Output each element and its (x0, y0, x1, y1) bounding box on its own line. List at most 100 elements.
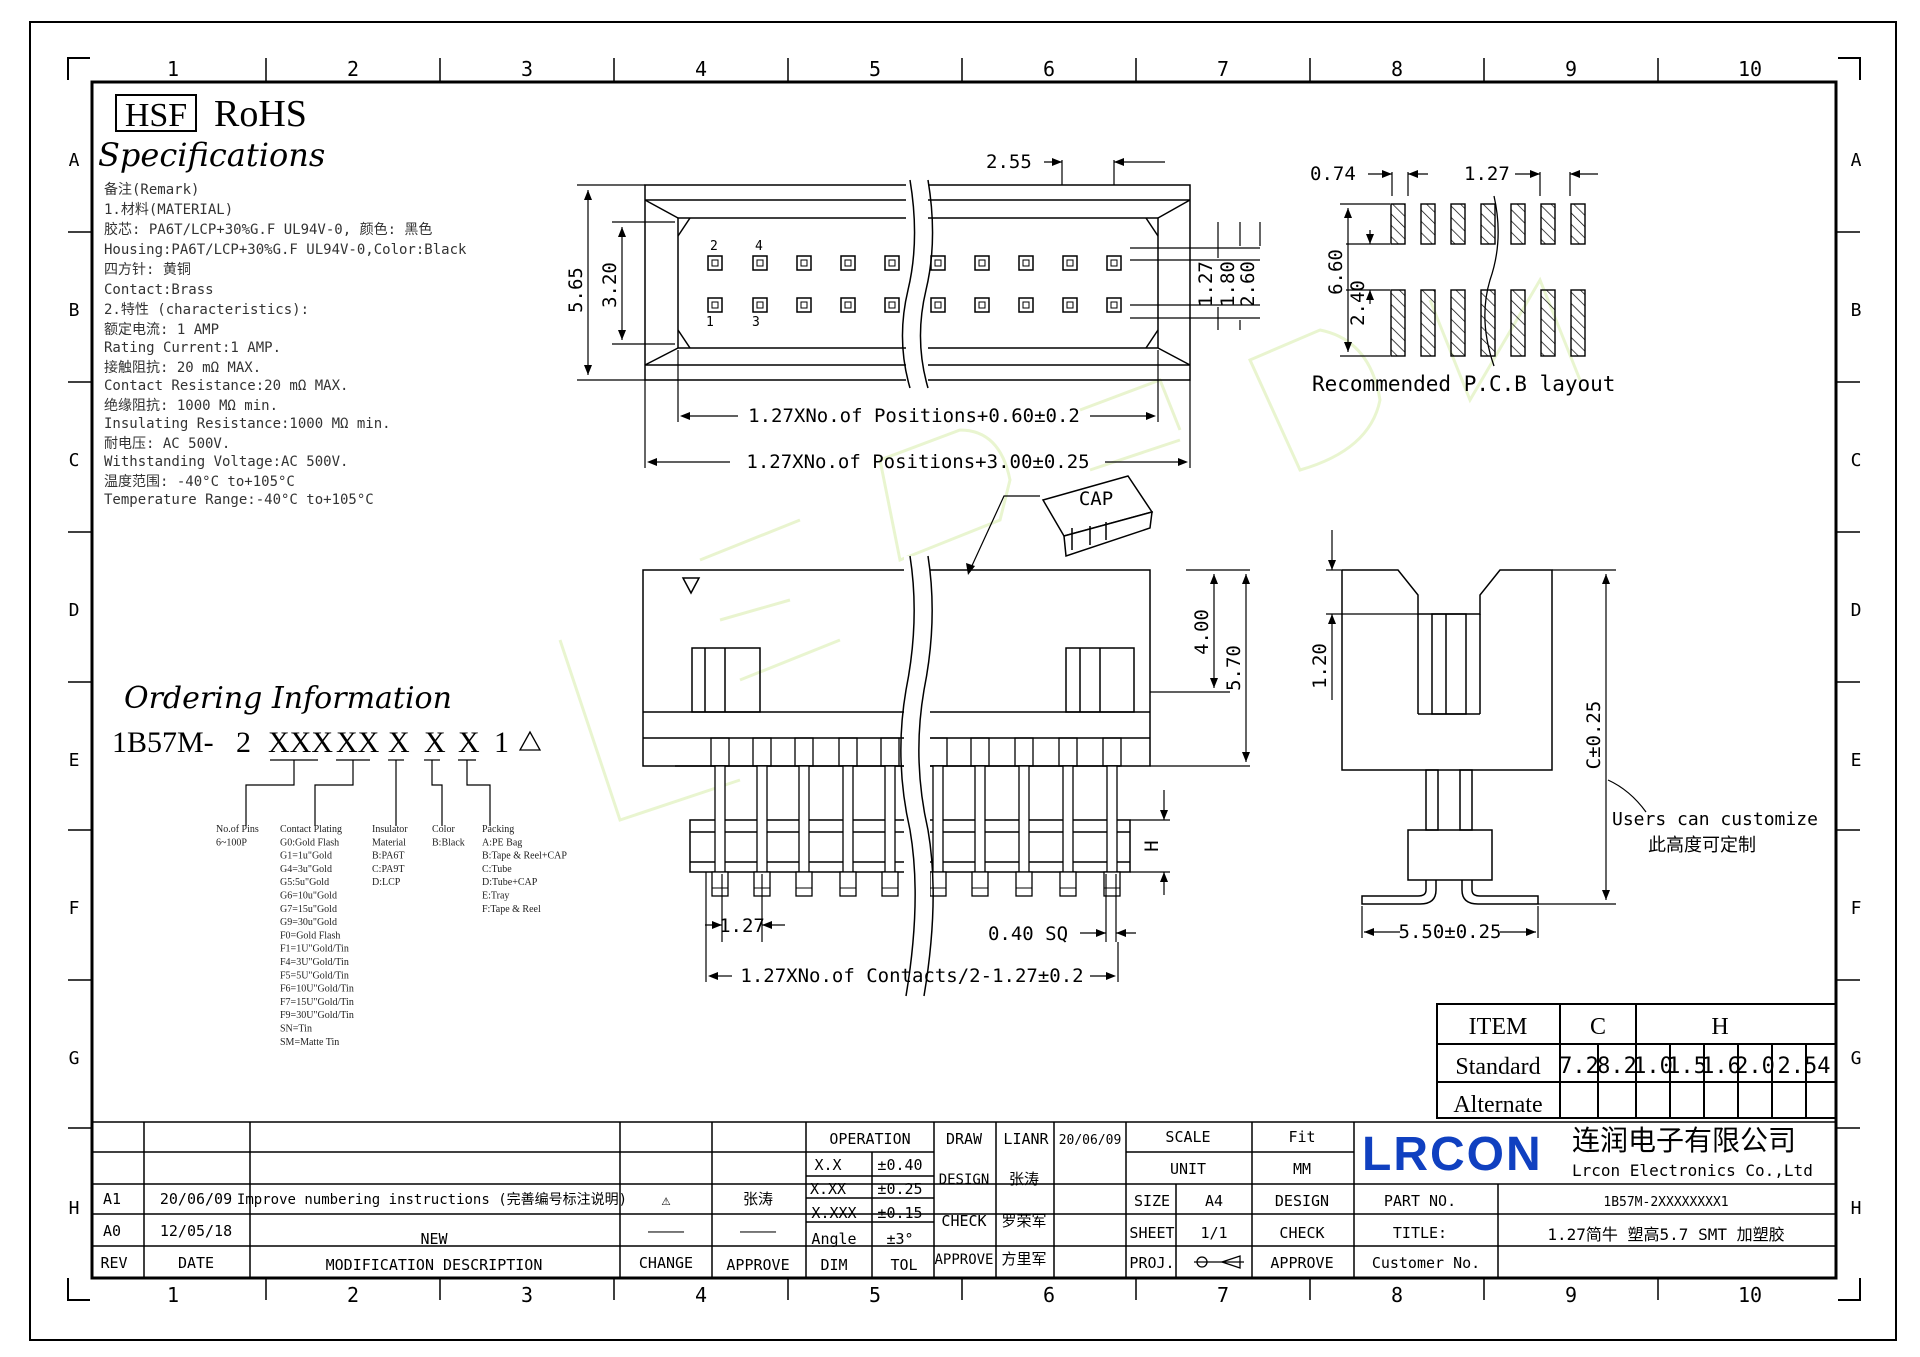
pin-square (796, 297, 812, 313)
svg-text:Customer No.: Customer No. (1372, 1254, 1480, 1272)
svg-text:H: H (1141, 840, 1163, 851)
side-view (1341, 569, 1553, 905)
hsf-logo: HSF (125, 97, 187, 134)
col-label: 10 (1738, 57, 1762, 81)
svg-text:PART NO.: PART NO. (1384, 1192, 1456, 1210)
ordering-option: F0=Gold Flash (280, 930, 340, 941)
break-gap (906, 178, 928, 388)
svg-text:1/1: 1/1 (1200, 1224, 1227, 1242)
pcb-pad (1420, 289, 1436, 357)
col-label: 7 (1217, 1283, 1229, 1307)
svg-text:X.XX: X.XX (810, 1180, 846, 1198)
contact-pin (1062, 765, 1074, 873)
ordering-option: C:Tube (482, 864, 512, 875)
change-mark-icon: ⚠ (661, 1191, 670, 1209)
ordering-option: E:Tray (482, 891, 509, 902)
pcb-pad (1450, 289, 1466, 357)
svg-text:1.20: 1.20 (1309, 643, 1331, 689)
pcb-pad (1420, 203, 1436, 245)
lrcon-logo: LRCON (1362, 1128, 1543, 1181)
pcb-pad (1540, 289, 1556, 357)
ordering-leaders (245, 759, 491, 826)
svg-text:DATE: DATE (178, 1254, 214, 1272)
pin-square (1018, 255, 1034, 271)
ordering-option: G0:Gold Flash (280, 837, 339, 848)
col-label: 3 (521, 1283, 533, 1307)
svg-text:CHANGE: CHANGE (639, 1254, 693, 1272)
ordering-option: F9=30U"Gold/Tin (280, 1010, 354, 1021)
svg-text:XX: XX (336, 726, 380, 759)
watermark-logo (558, 276, 1582, 822)
ordering-option: F7=15U"Gold/Tin (280, 997, 354, 1008)
pin-numbers: 2 4 1 3 (706, 239, 763, 330)
svg-text:X.X: X.X (814, 1156, 841, 1174)
svg-text:OPERATION: OPERATION (829, 1130, 910, 1148)
svg-text:四方针: 黄铜: 四方针: 黄铜 (104, 261, 191, 278)
svg-text:APPROVE: APPROVE (1270, 1254, 1333, 1272)
svg-text:SCALE: SCALE (1165, 1128, 1210, 1146)
ordering-option: B:Tape & Reel+CAP (482, 851, 567, 862)
side-view-dim-labels: 1.20 C±0.25 5.50±0.25 Users can customiz… (1309, 643, 1818, 943)
svg-text:±0.40: ±0.40 (877, 1156, 922, 1174)
pin-square (884, 297, 900, 313)
svg-text:APPROVE: APPROVE (726, 1256, 789, 1274)
pin-grid-top (707, 255, 1122, 313)
ordering-option: No.of Pins (216, 824, 259, 835)
ordering-option: A:PE Bag (482, 837, 522, 848)
svg-text:————: ———— (740, 1222, 777, 1240)
svg-text:A1: A1 (103, 1190, 121, 1208)
rohs-logo: RoHS (214, 93, 307, 135)
pcb-pad (1480, 203, 1496, 245)
contact-pin (1018, 765, 1030, 873)
front-pins (710, 737, 1122, 897)
pcb-pad (1570, 289, 1586, 357)
svg-text:Improve numbering instructions: Improve numbering instructions (完善编号标注说明… (237, 1192, 627, 1208)
svg-text:20/06/09: 20/06/09 (160, 1190, 232, 1208)
svg-text:A: A (1851, 150, 1862, 171)
company-name-en: Lrcon Electronics Co.,Ltd (1572, 1161, 1813, 1180)
svg-text:Insulating Resistance:1000 MΩ: Insulating Resistance:1000 MΩ min. (104, 416, 391, 432)
svg-text:APPROVE: APPROVE (934, 1252, 993, 1268)
svg-text:C: C (69, 450, 80, 471)
svg-text:LIANR: LIANR (1003, 1130, 1049, 1148)
svg-text:Contact Resistance:20 mΩ MAX.: Contact Resistance:20 mΩ MAX. (104, 378, 348, 394)
title-block-text: A1 20/06/09 Improve numbering instructio… (100, 1128, 1784, 1274)
svg-text:Temperature Range:-40°C to+105: Temperature Range:-40°C to+105°C (104, 492, 374, 508)
svg-text:12/05/18: 12/05/18 (160, 1222, 232, 1240)
svg-text:2.55: 2.55 (986, 151, 1032, 173)
svg-text:DIM: DIM (820, 1256, 847, 1274)
svg-text:UNIT: UNIT (1170, 1160, 1206, 1178)
svg-text:TOL: TOL (890, 1256, 917, 1274)
pin-square (974, 255, 990, 271)
pcb-pad (1570, 203, 1586, 245)
svg-text:CHECK: CHECK (1279, 1224, 1324, 1242)
svg-text:X: X (458, 726, 480, 759)
svg-text:7.2: 7.2 (1559, 1054, 1599, 1079)
contact-pin (884, 765, 896, 873)
ordering-title: Ordering Information (124, 681, 452, 716)
ordering-option: G6=10u"Gold (280, 891, 337, 902)
svg-text:H: H (1851, 1198, 1862, 1219)
ordering-option: C:PA9T (372, 864, 404, 875)
svg-text:额定电流: 1 AMP: 额定电流: 1 AMP (104, 322, 219, 338)
col-label: 1 (167, 1283, 179, 1307)
contact-pin (1106, 765, 1118, 873)
col-label: 5 (869, 57, 881, 81)
col-label: 8 (1391, 57, 1403, 81)
rev-triangle-icon (518, 730, 542, 751)
svg-text:G: G (69, 1048, 80, 1069)
svg-text:1.5: 1.5 (1667, 1054, 1707, 1079)
svg-text:2.0: 2.0 (1735, 1054, 1775, 1079)
svg-text:张涛: 张涛 (743, 1190, 773, 1208)
ordering-option: Material (372, 837, 406, 848)
svg-text:备注(Remark): 备注(Remark) (104, 181, 199, 198)
pin-square (752, 297, 768, 313)
col-label: 3 (521, 57, 533, 81)
svg-text:CHECK: CHECK (941, 1212, 986, 1230)
svg-text:B: B (69, 300, 80, 321)
title-block (92, 1121, 1836, 1278)
pcb-pad (1390, 203, 1406, 245)
col-label: 1 (167, 57, 179, 81)
col-label: 9 (1565, 1283, 1577, 1307)
